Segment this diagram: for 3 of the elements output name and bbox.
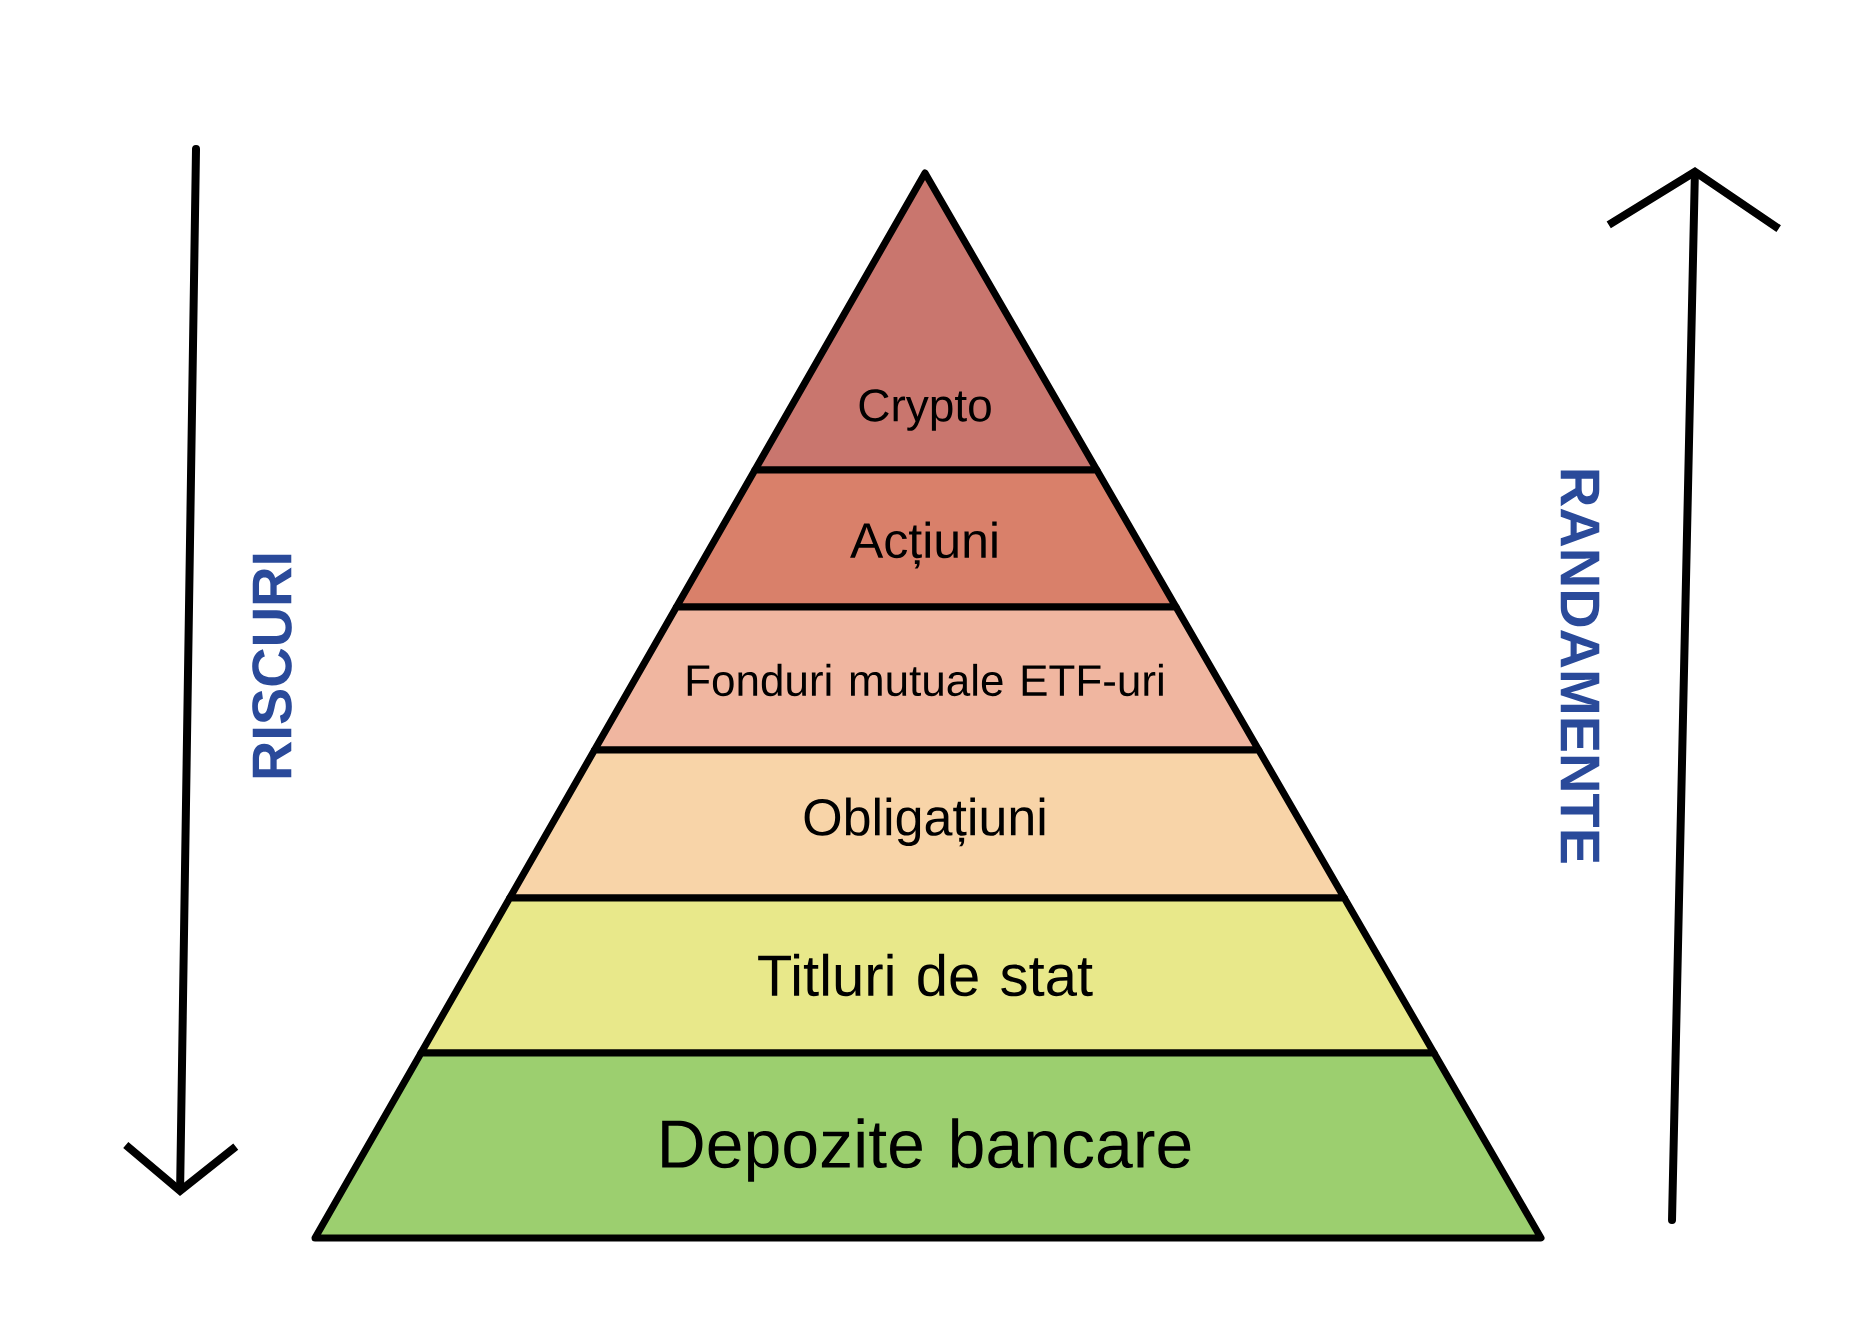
axis-label: RANDAMENTE	[1560, 470, 1600, 863]
axis-label: RISCURI	[252, 554, 292, 778]
pyramid-layer: Depozite bancare	[311, 1049, 1545, 1242]
